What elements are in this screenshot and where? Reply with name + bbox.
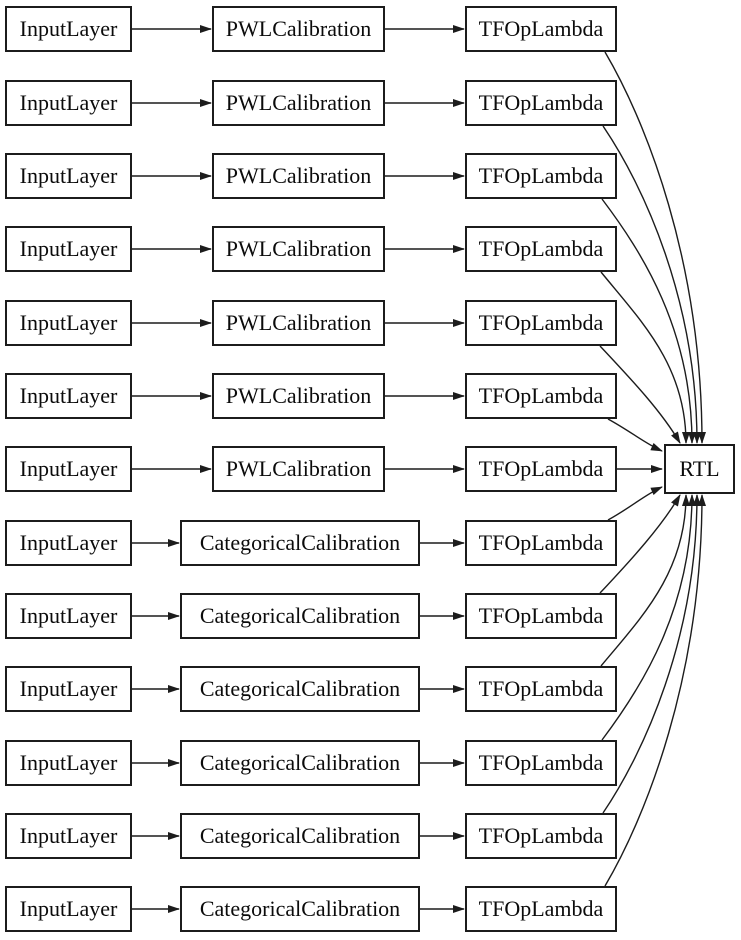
edge-op-rtl-11 [602,494,701,814]
node-calibration-10: CategoricalCalibration [180,740,420,786]
node-tfoplambda-11: TFOpLambda [465,813,617,859]
node-calibration-8: CategoricalCalibration [180,593,420,639]
edge-op-rtl-12 [604,494,706,887]
node-calibration-5: PWLCalibration [212,373,385,419]
node-calibration-3: PWLCalibration [212,226,385,272]
node-rtl: RTL [664,444,735,494]
node-tfoplambda-9: TFOpLambda [465,666,617,712]
edge-op-rtl-5 [607,418,663,452]
node-inputlayer-8: InputLayer [5,593,132,639]
node-inputlayer-2: InputLayer [5,153,132,199]
edge-op-rtl-2 [601,198,696,444]
edge-op-rtl-3 [600,271,690,444]
node-calibration-11: CategoricalCalibration [180,813,420,859]
node-calibration-1: PWLCalibration [212,80,385,126]
edge-op-rtl-4 [599,345,681,444]
node-tfoplambda-5: TFOpLambda [465,373,617,419]
node-inputlayer-7: InputLayer [5,520,132,566]
node-inputlayer-5: InputLayer [5,373,132,419]
node-inputlayer-3: InputLayer [5,226,132,272]
edge-op-rtl-1 [602,125,701,444]
node-calibration-7: CategoricalCalibration [180,520,420,566]
node-tfoplambda-10: TFOpLambda [465,740,617,786]
node-calibration-12: CategoricalCalibration [180,886,420,932]
node-calibration-6: PWLCalibration [212,446,385,492]
node-inputlayer-9: InputLayer [5,666,132,712]
node-calibration-0: PWLCalibration [212,6,385,52]
edge-op-rtl-7 [607,486,663,521]
node-tfoplambda-6: TFOpLambda [465,446,617,492]
node-tfoplambda-2: TFOpLambda [465,153,617,199]
node-inputlayer-6: InputLayer [5,446,132,492]
node-tfoplambda-7: TFOpLambda [465,520,617,566]
edge-op-rtl-8 [599,494,681,594]
node-inputlayer-1: InputLayer [5,80,132,126]
node-inputlayer-11: InputLayer [5,813,132,859]
edge-op-rtl-0 [604,51,706,444]
edge-op-rtl-9 [600,494,690,667]
node-inputlayer-10: InputLayer [5,740,132,786]
node-calibration-4: PWLCalibration [212,300,385,346]
node-calibration-2: PWLCalibration [212,153,385,199]
node-tfoplambda-12: TFOpLambda [465,886,617,932]
node-tfoplambda-4: TFOpLambda [465,300,617,346]
node-tfoplambda-0: TFOpLambda [465,6,617,52]
node-tfoplambda-8: TFOpLambda [465,593,617,639]
node-calibration-9: CategoricalCalibration [180,666,420,712]
node-tfoplambda-3: TFOpLambda [465,226,617,272]
node-tfoplambda-1: TFOpLambda [465,80,617,126]
node-inputlayer-4: InputLayer [5,300,132,346]
edge-op-rtl-10 [601,494,696,741]
node-inputlayer-12: InputLayer [5,886,132,932]
node-inputlayer-0: InputLayer [5,6,132,52]
